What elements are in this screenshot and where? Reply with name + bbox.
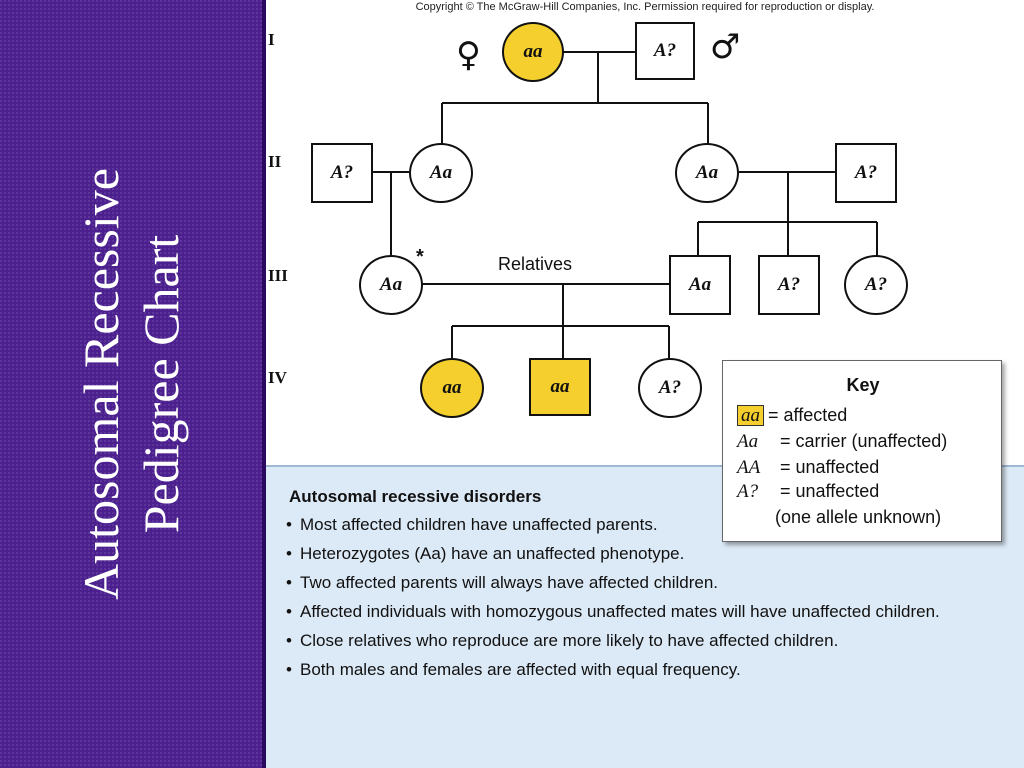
slide-title: Autosomal Recessive Pedigree Chart bbox=[71, 168, 191, 600]
list-item: Most affected children have unaffected p… bbox=[284, 515, 980, 534]
figure-panel: Copyright © The McGraw-Hill Companies, I… bbox=[266, 0, 1024, 768]
key-genotype: aa bbox=[737, 405, 764, 426]
generation-label-1: I bbox=[268, 30, 275, 49]
key-box: Key aa= affected Aa = carrier (unaffecte… bbox=[722, 360, 1002, 542]
gen3-male-1: Aa bbox=[669, 255, 731, 315]
gen4-male-affected: aa bbox=[529, 358, 591, 416]
key-row-affected: aa= affected bbox=[737, 405, 847, 426]
list-item-text: Both males and females are affected with… bbox=[300, 660, 741, 679]
gen3-male-2: A? bbox=[758, 255, 820, 315]
list-item-text: Most affected children have unaffected p… bbox=[300, 515, 658, 534]
key-title: Key bbox=[846, 375, 880, 395]
key-desc: = affected bbox=[768, 405, 848, 425]
list-item: Both males and females are affected with… bbox=[284, 660, 980, 679]
list-item-text: Heterozygotes (Aa) have an unaffected ph… bbox=[300, 544, 685, 563]
generation-label-2: II bbox=[268, 152, 282, 171]
list-item: Heterozygotes (Aa) have an unaffected ph… bbox=[284, 544, 980, 563]
gen3-female-consanguineous: Aa bbox=[359, 255, 423, 315]
title-line-2: Pedigree Chart bbox=[133, 234, 189, 534]
title-line-1: Autosomal Recessive bbox=[73, 168, 129, 600]
gen2-right-female: Aa bbox=[675, 143, 739, 203]
list-item-text: Affected individuals with homozygous una… bbox=[300, 602, 940, 621]
list-item-text: Close relatives who reproduce are more l… bbox=[300, 631, 839, 650]
gen2-left-female: Aa bbox=[409, 143, 473, 203]
key-desc: = unaffected bbox=[780, 457, 880, 477]
consanguinity-marker: * bbox=[416, 246, 424, 268]
copyright-notice: Copyright © The McGraw-Hill Companies, I… bbox=[415, 1, 875, 13]
key-desc: = carrier (unaffected) bbox=[780, 431, 948, 451]
gen2-left-male: A? bbox=[311, 143, 373, 203]
female-symbol-icon: ♀ bbox=[456, 35, 481, 75]
gen1-male: A? bbox=[635, 22, 695, 80]
gen4-female-affected: aa bbox=[420, 358, 484, 418]
pedigree-lines bbox=[373, 51, 878, 358]
key-row-unknown: A? = unaffected bbox=[737, 481, 879, 503]
list-item: Affected individuals with homozygous una… bbox=[284, 602, 980, 621]
divider bbox=[262, 0, 266, 768]
list-item-text: Two affected parents will always have af… bbox=[300, 573, 718, 592]
gen3-female-2: A? bbox=[844, 255, 908, 315]
key-genotype: Aa bbox=[737, 431, 759, 452]
key-genotype: A? bbox=[737, 481, 759, 502]
list-item: Two affected parents will always have af… bbox=[284, 573, 980, 592]
key-genotype: AA bbox=[737, 457, 761, 478]
disorders-title: Autosomal recessive disorders bbox=[289, 487, 542, 506]
gen2-right-male: A? bbox=[835, 143, 897, 203]
title-panel: Autosomal Recessive Pedigree Chart bbox=[0, 0, 262, 768]
list-item: Close relatives who reproduce are more l… bbox=[284, 631, 860, 650]
generation-label-3: III bbox=[268, 266, 288, 285]
disorders-list: Most affected children have unaffected p… bbox=[284, 515, 980, 689]
male-symbol-icon: ♂ bbox=[710, 27, 741, 67]
gen4-female-2: A? bbox=[638, 358, 702, 418]
key-row-unaffected: AA = unaffected bbox=[737, 457, 879, 479]
key-desc: = unaffected bbox=[780, 481, 880, 501]
generation-label-4: IV bbox=[268, 368, 287, 387]
key-row-carrier: Aa = carrier (unaffected) bbox=[737, 431, 947, 453]
gen1-female-affected: aa bbox=[502, 22, 564, 82]
relatives-label: Relatives bbox=[498, 254, 573, 274]
key-note: (one allele unknown) bbox=[775, 507, 942, 527]
